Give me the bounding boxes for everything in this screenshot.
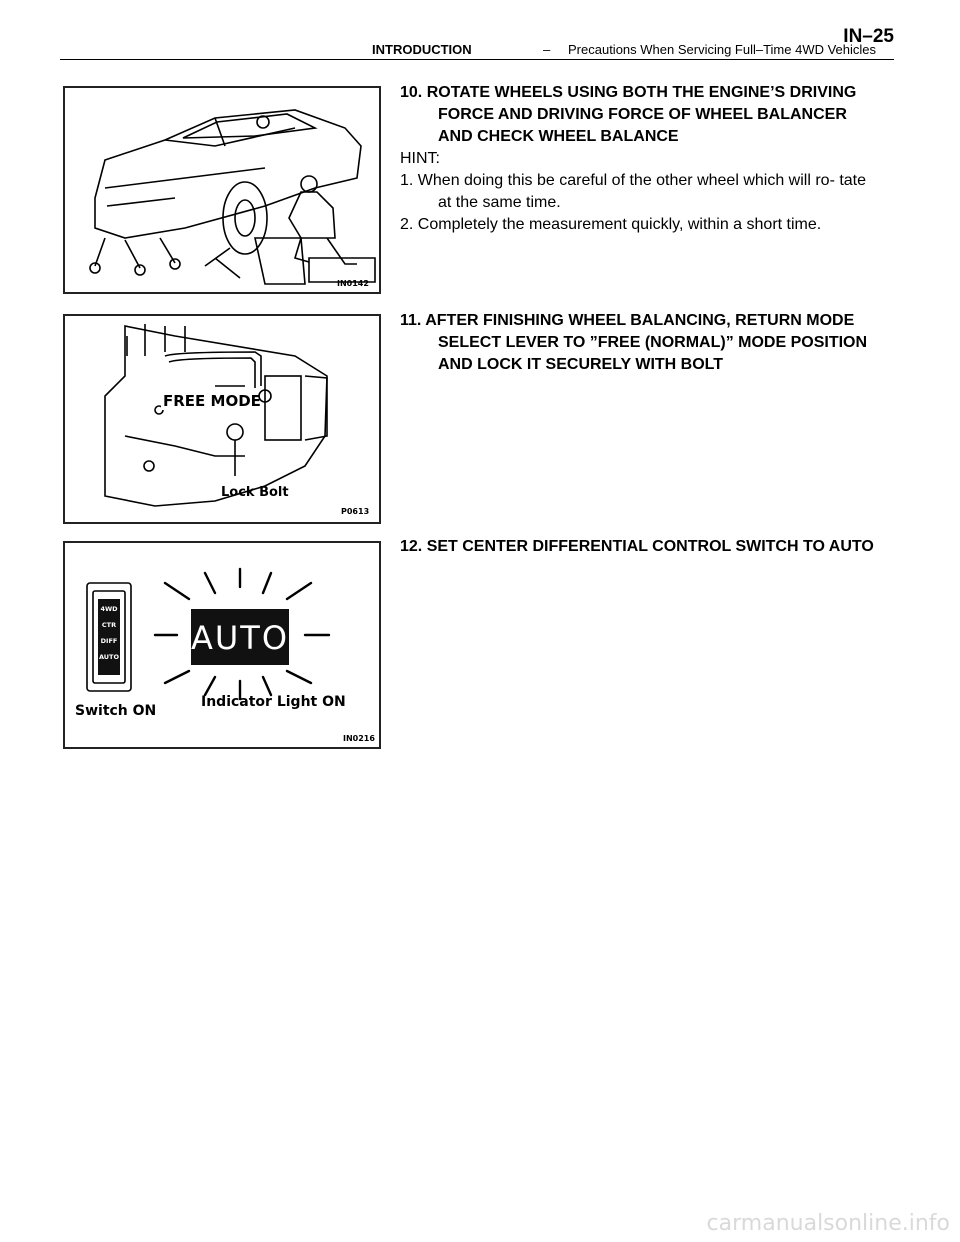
figure-code: IN0216 — [343, 734, 375, 743]
step-12-block: 12. SET CENTER DIFFERENTIAL CONTROL SWIT… — [400, 536, 880, 558]
figure-wheel-balancing: IN0142 — [63, 86, 381, 294]
figure-center-diff-switch: 4WD CTR DIFF AUTO AUTO Switch ON Indicat… — [63, 541, 381, 749]
hint-item-1: 1. When doing this be careful of the oth… — [400, 172, 867, 211]
watermark: carmanualsonline.info — [706, 1211, 950, 1236]
step-12-title: 12. SET CENTER DIFFERENTIAL CONTROL SWIT… — [400, 538, 874, 555]
callout-free-mode: FREE MODE — [163, 392, 261, 410]
step-10-title: 10. ROTATE WHEELS USING BOTH THE ENGINE’… — [400, 84, 857, 145]
figure-code: IN0142 — [337, 279, 369, 288]
header-subtitle: Precautions When Servicing Full–Time 4WD… — [568, 42, 877, 57]
page-number: IN–25 — [843, 26, 894, 47]
header-dash: – — [543, 42, 551, 57]
callout-lock-bolt: Lock Bolt — [221, 485, 289, 500]
switch-label-diff: DIFF — [101, 637, 118, 645]
figure-code: P0613 — [341, 507, 369, 516]
wheel-balancing-illustration: IN0142 — [89, 109, 376, 288]
callout-switch-on: Switch ON — [75, 703, 156, 719]
switch-label-auto: AUTO — [99, 653, 120, 661]
indicator-rays — [153, 567, 331, 701]
transfer-lever-illustration: FREE MODE Lock Bolt P0613 — [104, 324, 369, 516]
switch-label-ctr: CTR — [102, 621, 116, 629]
header-rule — [60, 59, 894, 60]
header-section: INTRODUCTION — [372, 42, 472, 57]
step-11-title: 11. AFTER FINISHING WHEEL BALANCING, RET… — [400, 312, 868, 373]
hint-label: HINT: — [400, 150, 440, 167]
figure-mode-select-lever: FREE MODE Lock Bolt P0613 — [63, 314, 381, 524]
step-10-block: 10. ROTATE WHEELS USING BOTH THE ENGINE’… — [400, 82, 880, 236]
indicator-auto-text: AUTO — [191, 619, 289, 657]
page-header: INTRODUCTION – Precautions When Servicin… — [60, 22, 894, 62]
hint-item-2: 2. Completely the measurement quickly, w… — [400, 216, 822, 233]
switch-indicator-illustration: 4WD CTR DIFF AUTO AUTO Switch ON Indicat… — [75, 567, 375, 743]
switch-label-4wd: 4WD — [100, 605, 118, 613]
callout-indicator-light-on: Indicator Light ON — [201, 694, 346, 710]
step-11-block: 11. AFTER FINISHING WHEEL BALANCING, RET… — [400, 310, 880, 376]
indicator-display — [191, 609, 289, 665]
